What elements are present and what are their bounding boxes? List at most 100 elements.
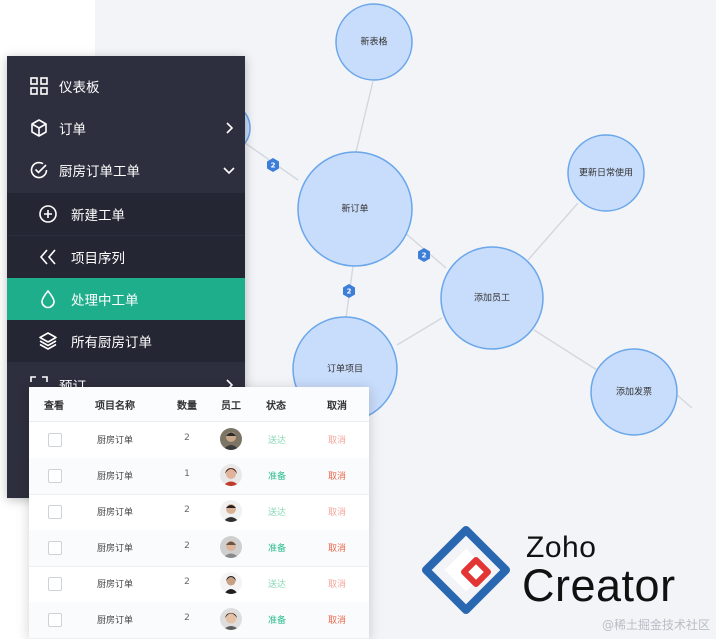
item-name: 厨房订单 (96, 472, 133, 482)
chevron-down-icon[interactable] (221, 162, 237, 178)
sidebar-item-new-work-order[interactable]: 新建工单 (7, 193, 245, 235)
node-label: 新表格 (360, 36, 387, 48)
sidebar-item-orders[interactable]: 订单 (7, 107, 245, 149)
item-name: 厨房订单 (96, 616, 133, 626)
edge-count-badge: 2 (418, 248, 430, 262)
node-label: 新订单 (341, 203, 368, 215)
column-header-cancel[interactable]: 取消 (327, 401, 347, 412)
item-name: 厨房订单 (96, 544, 133, 554)
quantity: 2 (184, 577, 190, 587)
table-row: 厨房订单 2 准备 取消 (29, 530, 369, 567)
sidebar-item-processing-orders[interactable]: 处理中工单 (7, 278, 245, 320)
item-name: 厨房订单 (96, 580, 133, 590)
employee-avatar (220, 464, 242, 486)
quantity: 1 (184, 469, 190, 479)
box-icon (28, 117, 50, 139)
item-name: 厨房订单 (96, 436, 133, 446)
sidebar-item-label: 处理中工单 (71, 293, 139, 309)
graph-edge (533, 329, 601, 373)
graph-edge (355, 80, 374, 153)
status-badge: 准备 (267, 472, 286, 482)
graph-edge (396, 317, 443, 346)
status-badge: 准备 (267, 544, 286, 554)
sidebar-item-label: 新建工单 (71, 208, 125, 224)
orders-table: 查看 项目名称 数量 员工 状态 取消 厨房订单 2 送达 取消 厨房订单 1 … (29, 387, 369, 639)
edge-count-badge: 2 (267, 158, 279, 172)
table-row: 厨房订单 2 送达 取消 (29, 566, 369, 603)
sidebar-item-label: 项目序列 (71, 251, 125, 267)
row-checkbox[interactable] (48, 433, 62, 447)
sidebar-item-dashboard[interactable]: 仪表板 (7, 65, 245, 107)
zoho-creator-logo-mark (422, 526, 510, 614)
double-chevron-left-icon (37, 246, 59, 268)
table-header: 查看 项目名称 数量 员工 状态 取消 (29, 387, 369, 422)
sidebar-item-label: 厨房订单工单 (59, 164, 140, 180)
sidebar-item-all-kitchen-orders[interactable]: 所有厨房订单 (7, 320, 245, 362)
row-checkbox[interactable] (48, 469, 62, 483)
edge-count-badge: 2 (343, 284, 355, 298)
frame-icon (28, 374, 50, 396)
column-header-quantity[interactable]: 数量 (177, 401, 197, 412)
graph-edge (527, 202, 579, 261)
layers-icon (37, 330, 59, 352)
row-checkbox[interactable] (48, 577, 62, 591)
chevron-right-icon[interactable] (221, 120, 237, 136)
row-checkbox[interactable] (48, 541, 62, 555)
graph-node-add-invoice[interactable] (590, 348, 678, 436)
employee-avatar (220, 608, 242, 630)
employee-avatar (220, 572, 242, 594)
watermark: @稀土掘金技术社区 (601, 618, 710, 632)
column-header-status[interactable]: 状态 (266, 401, 286, 412)
employee-avatar (220, 500, 242, 522)
node-label: 添加员工 (474, 293, 510, 304)
column-header-item-name[interactable]: 项目名称 (95, 401, 135, 412)
cancel-link[interactable]: 取消 (327, 436, 346, 446)
cancel-link[interactable]: 取消 (327, 580, 346, 590)
employee-avatar (220, 536, 242, 558)
sidebar-item-kitchen-work-orders[interactable]: 厨房订单工单 (7, 149, 245, 191)
row-checkbox[interactable] (48, 505, 62, 519)
zoho-creator-logo: Zoho Creator (418, 524, 710, 614)
table-row: 厨房订单 2 送达 取消 (29, 422, 369, 459)
column-header-employee[interactable]: 员工 (221, 401, 241, 412)
check-circle-icon (28, 159, 50, 181)
quantity: 2 (184, 505, 190, 515)
logo-text-creator: Creator (522, 560, 676, 611)
node-label: 订单项目 (327, 363, 363, 375)
graph-node-add-employee[interactable] (440, 246, 544, 350)
svg-text:2: 2 (347, 288, 352, 296)
graph-node-new-order[interactable] (297, 151, 413, 267)
plus-circle-icon (37, 203, 59, 225)
svg-text:2: 2 (271, 162, 276, 170)
quantity: 2 (184, 613, 190, 623)
graph-node-update-daily[interactable] (567, 134, 645, 212)
table-row: 厨房订单 2 送达 取消 (29, 494, 369, 531)
sidebar-item-label: 所有厨房订单 (71, 335, 152, 351)
cancel-link[interactable]: 取消 (327, 616, 346, 626)
cancel-link[interactable]: 取消 (327, 544, 346, 554)
graph-edge (676, 394, 693, 409)
sidebar-item-label: 订单 (59, 122, 86, 138)
droplet-icon (37, 288, 59, 310)
sidebar-item-item-sequence[interactable]: 项目序列 (7, 236, 245, 278)
status-badge: 送达 (267, 508, 286, 518)
row-checkbox[interactable] (48, 613, 62, 627)
node-label: 添加发票 (616, 386, 652, 398)
employee-avatar (220, 428, 242, 450)
cancel-link[interactable]: 取消 (327, 472, 346, 482)
svg-text:2: 2 (422, 252, 427, 260)
item-name: 厨房订单 (96, 508, 133, 518)
logo-text-zoho: Zoho (526, 531, 597, 564)
cancel-link[interactable]: 取消 (327, 508, 346, 518)
table-row: 厨房订单 1 准备 取消 (29, 458, 369, 495)
node-label: 更新日常使用 (579, 167, 633, 179)
column-header-view[interactable]: 查看 (44, 401, 64, 412)
table-row: 厨房订单 2 准备 取消 (29, 602, 369, 639)
graph-node-new-table[interactable] (335, 3, 413, 81)
quantity: 2 (184, 541, 190, 551)
grid-icon (28, 75, 50, 97)
quantity: 2 (184, 433, 190, 443)
status-badge: 准备 (267, 616, 286, 626)
sidebar-item-label: 仪表板 (59, 80, 100, 96)
